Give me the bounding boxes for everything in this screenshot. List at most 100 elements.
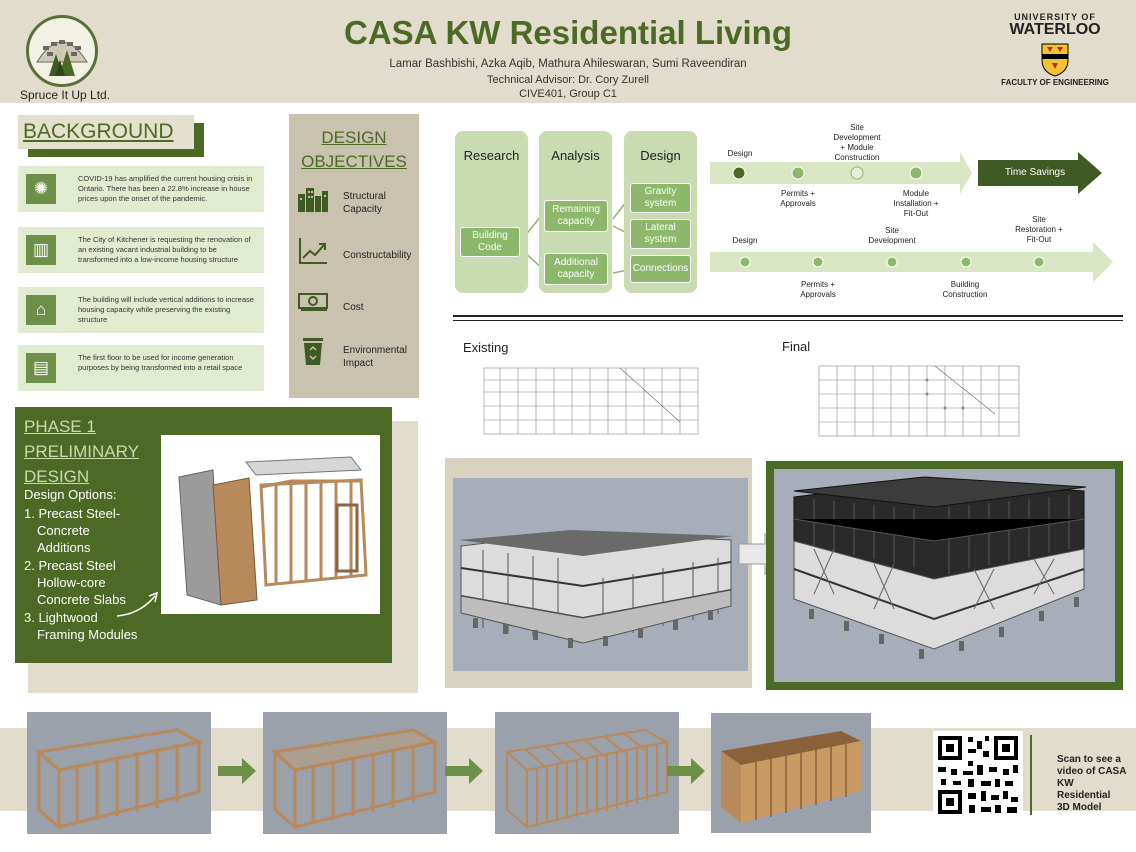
tl-line: Fit-Out [1026,235,1052,244]
timeline1-design: Design [727,149,753,158]
qr-caption-line: video of CASA [1057,766,1127,777]
box-line: Code [478,242,502,253]
house-icon: ⌂ [26,295,56,325]
qr-caption: Scan to see a video of CASA KW Residenti… [1057,754,1127,814]
step-arrow [218,758,256,784]
building-icon: ▥ [26,235,56,265]
crest-icon [1041,43,1069,77]
objective-label: Environmental [343,345,407,356]
objectives-title: DESIGN OBJECTIVES [289,126,419,174]
option-3: 3. Lightwood Framing Modules [24,609,137,643]
tl-line: Site [885,226,899,235]
recycle-bin-icon [297,336,329,366]
tl-line: + Module [840,143,874,152]
timeline-conventional [710,242,1113,282]
box-line: system [644,234,677,245]
background-card-retail: ▤ The first floor to be used for income … [18,345,264,391]
box-line: Gravity [644,186,677,197]
background-card-vertical: ⌂ The building will include vertical add… [18,287,264,333]
faculty-text: FACULTY OF ENGINEERING [1001,78,1109,87]
objectives-title-line: OBJECTIVES [301,152,407,171]
authors: Lamar Bashbishi, Azka Aqib, Mathura Ahil… [389,58,747,70]
objective-environmental: Environmental Impact [343,344,407,370]
header-banner [0,0,1136,103]
objectives-title-line: DESIGN [321,128,387,147]
final-building-render [774,469,1115,682]
option-line: Concrete [37,523,90,538]
background-text: The City of Kitchener is requesting the … [78,235,251,264]
storefront-icon: ▤ [26,353,56,383]
objective-constructability: Constructability [343,250,412,261]
timeline-modular [710,152,1102,194]
step-arrow [667,758,705,784]
tl-line: Installation + [893,199,939,208]
timeline2-permits: Permits +Approvals [790,280,846,300]
option-line: Concrete Slabs [37,592,126,607]
tl-line: Approvals [800,290,836,299]
module-step-4-render [711,713,871,833]
box-line: system [644,198,677,209]
qr-caption-line: KW Residential [1057,778,1111,801]
course-code: CIVE401, Group C1 [519,88,617,100]
connections-box: Connections [630,255,691,283]
box-line: Building [472,230,508,241]
option-line: Hollow-core [37,575,106,590]
time-savings-label: Time Savings [1004,167,1066,178]
timeline2-design: Design [732,236,758,245]
qr-code[interactable] [933,731,1023,819]
background-card-covid: ✺ COVID-19 has amplified the current hou… [18,166,264,212]
final-label: Final [782,339,811,354]
growth-chart-icon [297,236,329,266]
virus-icon: ✺ [26,174,56,204]
university-of-text: UNIVERSITY OF [1014,12,1096,22]
city-icon [297,186,329,216]
research-column [455,131,528,293]
option-pointer-arrow [116,591,159,617]
design-title: Design [640,148,681,163]
existing-floor-plan [483,367,699,435]
existing-building-render [453,478,748,671]
phase-title-line: DESIGN [24,467,90,486]
box-line: Lateral [645,222,676,233]
box-line: Remaining [552,204,600,215]
box-line: Additional [554,257,598,268]
poster-title: CASA KW Residential Living [344,14,792,51]
tl-line: Approvals [780,199,816,208]
tl-line: Development [868,236,916,245]
background-card-kitchener: ▥ The City of Kitchener is requesting th… [18,227,264,273]
tl-line: Permits + [780,189,815,198]
option-line: 2. Precast Steel [24,558,116,573]
timeline1-permits: Permits +Approvals [771,189,825,209]
option-line: 3. Lightwood [24,610,98,625]
box-line: capacity [557,269,595,280]
phase-title-line: PHASE 1 [24,417,96,436]
research-title: Research [463,148,520,163]
tl-line: Building [950,280,980,289]
background-title: BACKGROUND [18,115,194,149]
qr-caption-line: 3D Model [1057,802,1102,813]
existing-label: Existing [463,340,509,355]
design-options-label: Design Options: [24,487,117,502]
analysis-title: Analysis [551,148,600,163]
company-name: Spruce It Up Ltd. [20,88,111,102]
background-text: COVID-19 has amplified the current housi… [78,174,253,203]
tl-line: Site [1032,215,1046,224]
objective-cost: Cost [343,302,364,313]
process-connectors [520,192,634,274]
tl-line: Restoration + [1015,225,1063,234]
tl-line: Fit-Out [903,209,929,218]
waterloo-text: WATERLOO [1009,21,1101,38]
divider [453,315,1123,317]
tl-line: Construction [942,290,988,299]
objective-label: Capacity [343,204,382,215]
